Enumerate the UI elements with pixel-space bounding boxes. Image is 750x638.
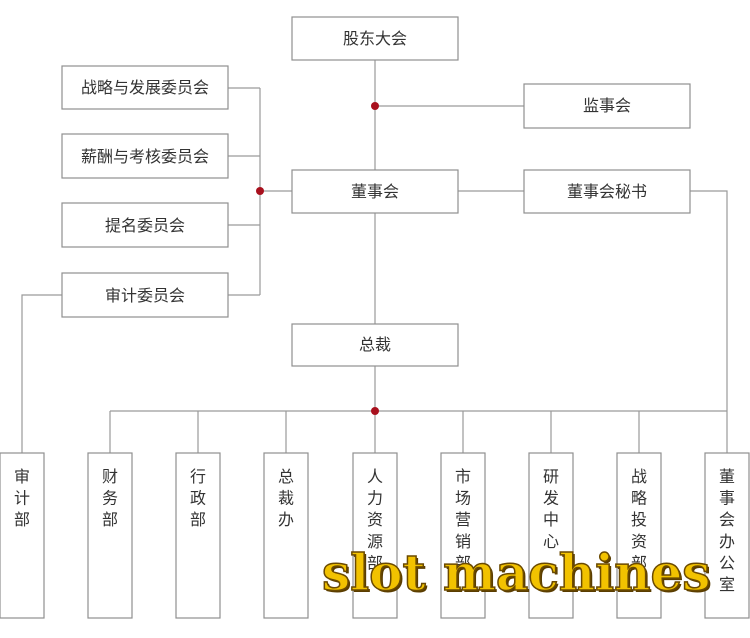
department-label-char: 人 [367, 467, 383, 486]
department-label-char: 审 [14, 467, 30, 486]
department-label: 人力资源部 [367, 467, 383, 572]
department-label: 市场营销部 [455, 467, 471, 572]
department-node: 财务部 [87, 452, 133, 619]
shareholders-node: 股东大会 [291, 16, 459, 61]
committee-node: 提名委员会 [61, 202, 229, 248]
department-node: 人力资源部 [352, 452, 398, 619]
department-label-char: 部 [631, 553, 647, 572]
department-node: 董事会办公室 [704, 452, 750, 619]
department-label-char: 场 [455, 489, 471, 508]
department-label-char: 会 [719, 510, 735, 529]
department-label-char: 心 [543, 532, 559, 551]
department-label-char: 源 [367, 532, 383, 551]
ceo-node: 总裁 [291, 323, 459, 367]
department-label-char: 办 [719, 532, 735, 551]
board-node: 董事会 [291, 169, 459, 214]
department-label-char: 总 [278, 467, 294, 486]
department-label: 总裁办 [278, 467, 294, 529]
ceo-label: 总裁 [359, 335, 391, 354]
department-label-char: 市 [455, 467, 471, 486]
department-label: 董事会办公室 [719, 467, 735, 594]
connector-line [21, 294, 62, 453]
department-label-char: 资 [631, 532, 647, 551]
department-label-char: 部 [367, 553, 383, 572]
department-node: 研发中心 [528, 452, 574, 619]
department-label-char: 务 [102, 489, 118, 508]
committee-label: 战略与发展委员会 [81, 78, 209, 97]
department-label-char: 中 [543, 510, 559, 529]
department-label: 行政部 [190, 467, 206, 529]
department-label-char: 力 [367, 489, 383, 508]
department-label-char: 计 [14, 489, 30, 508]
watermark-text: slot machines [321, 543, 711, 602]
department-node: 总裁办 [263, 452, 309, 619]
department-label-char: 营 [455, 510, 471, 529]
department-label: 财务部 [102, 467, 118, 529]
department-label-char: 部 [102, 510, 118, 529]
committee-node: 薪酬与考核委员会 [61, 133, 229, 179]
department-label-char: 董 [719, 467, 735, 486]
department-label-char: 事 [719, 489, 735, 508]
committee-node: 战略与发展委员会 [61, 65, 229, 110]
department-label-char: 销 [455, 532, 471, 551]
supervisory-node: 监事会 [523, 83, 691, 129]
supervisory-label: 监事会 [583, 96, 631, 115]
shareholders-label: 股东大会 [343, 29, 407, 48]
connector-lines [21, 60, 728, 453]
department-label-char: 行 [190, 467, 206, 486]
junction-dot [371, 407, 379, 415]
department-label-char: 部 [190, 510, 206, 529]
junction-dots [256, 102, 379, 415]
committee-label: 审计委员会 [105, 286, 185, 305]
board-label: 董事会 [351, 182, 399, 201]
department-label-char: 裁 [278, 489, 294, 508]
department-node: 审计部 [0, 452, 45, 619]
department-label-char: 战 [631, 467, 647, 486]
department-label-char: 资 [367, 510, 383, 529]
department-label-char: 投 [631, 510, 647, 529]
department-label-char: 政 [190, 489, 206, 508]
committee-label: 提名委员会 [105, 216, 185, 235]
department-node: 行政部 [175, 452, 221, 619]
department-label-char: 部 [455, 553, 471, 572]
department-label-char: 办 [278, 510, 294, 529]
junction-dot [256, 187, 264, 195]
secretary-node: 董事会秘书 [523, 169, 691, 214]
department-label-char: 研 [543, 467, 559, 486]
connector-line [690, 190, 728, 453]
department-label-char: 室 [719, 575, 735, 594]
department-label-char: 财 [102, 467, 118, 486]
department-node: 战略投资部 [616, 452, 662, 619]
department-label: 战略投资部 [631, 467, 647, 572]
department-label-char: 部 [14, 510, 30, 529]
junction-dot [371, 102, 379, 110]
secretary-label: 董事会秘书 [567, 182, 647, 201]
committee-node: 审计委员会 [61, 272, 229, 318]
department-label-char: 略 [631, 489, 647, 508]
department-label: 审计部 [14, 467, 30, 529]
committee-label: 薪酬与考核委员会 [81, 147, 209, 166]
department-label: 研发中心 [543, 467, 559, 551]
department-node: 市场营销部 [440, 452, 486, 619]
department-label-char: 发 [543, 489, 559, 508]
department-label-char: 公 [719, 553, 735, 572]
